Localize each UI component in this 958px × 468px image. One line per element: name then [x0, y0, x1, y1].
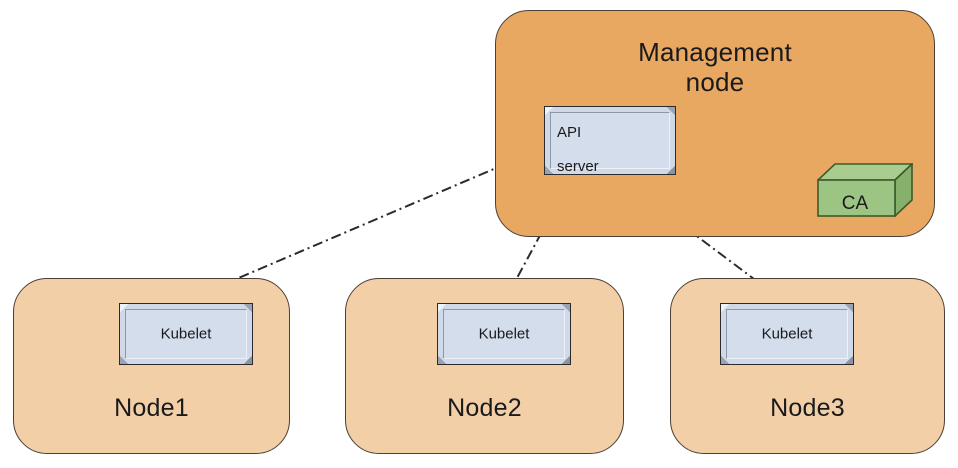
api-server-box[interactable]: API server	[544, 106, 676, 175]
worker-node-node2-title: Node2	[447, 394, 522, 422]
ca-label: CA	[841, 193, 869, 214]
api-server-label-line2: server	[557, 157, 599, 175]
node3-kubelet-label: Kubelet	[761, 325, 813, 343]
node2-kubelet-face	[443, 309, 565, 359]
worker-node-node3-title: Node3	[770, 394, 845, 422]
worker-node-node1-title: Node1	[114, 394, 189, 422]
api-server-label: API server	[557, 107, 599, 175]
management-node-title-line2: node	[685, 67, 745, 97]
management-node-title-line1: Management	[638, 37, 792, 67]
ca-front-face	[817, 179, 896, 217]
ca-box[interactable]: CA	[817, 163, 913, 217]
node1-kubelet-face	[125, 309, 247, 359]
management-node-title: Management node	[496, 37, 934, 97]
api-server-face	[550, 112, 670, 169]
node2-kubelet-box[interactable]: Kubelet	[437, 303, 571, 365]
node1-kubelet-label: Kubelet	[160, 325, 212, 343]
node2-kubelet-label: Kubelet	[478, 325, 530, 343]
node1-kubelet-box[interactable]: Kubelet	[119, 303, 253, 365]
node3-kubelet-box[interactable]: Kubelet	[720, 303, 854, 365]
node3-kubelet-face	[726, 309, 848, 359]
api-server-label-line1: API	[557, 123, 582, 141]
